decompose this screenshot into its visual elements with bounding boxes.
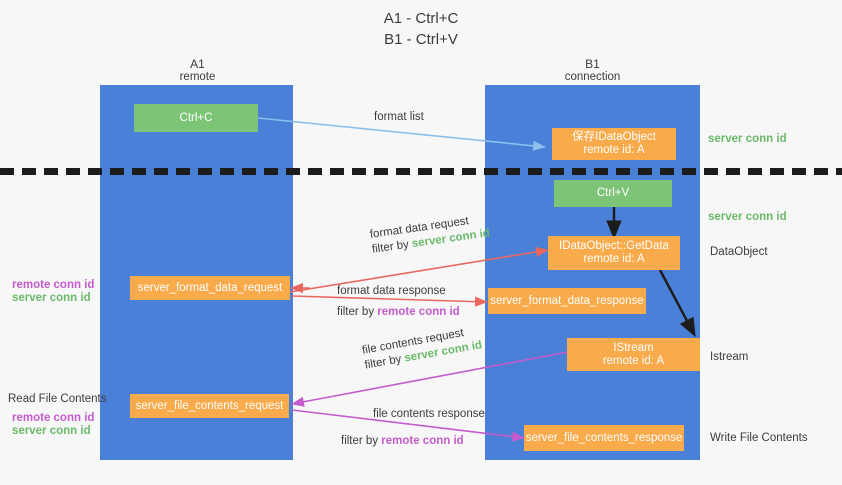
- node-server-file-contents-response-label: server_file_contents_response: [525, 431, 683, 444]
- annotation-remote-conn-id-2: remote conn id: [12, 412, 95, 424]
- edge-label-file-contents-request: file contents request filter by server c…: [361, 323, 483, 373]
- edge-format-data-response-filter-value: remote conn id: [377, 306, 460, 318]
- title-line-1: A1 - Ctrl+C: [383, 10, 459, 27]
- annotation-write-file-contents: Write File Contents: [710, 432, 808, 444]
- column-right-role: connection: [564, 71, 621, 83]
- title-line-2: B1 - Ctrl+V: [384, 31, 458, 48]
- annotation-server-conn-id-top: server conn id: [708, 133, 787, 145]
- node-istream[interactable]: IStream remote id: A: [567, 338, 700, 371]
- node-getdata-line2: remote id: A: [583, 253, 645, 265]
- edge-label-format-list-text: format list: [374, 111, 424, 123]
- annotation-dataobject: DataObject: [710, 246, 768, 258]
- node-save-idataobject-line1: 保存IDataObject: [572, 131, 656, 143]
- node-server-file-contents-response[interactable]: server_file_contents_response: [524, 425, 684, 451]
- node-server-file-contents-request-label: server_file_contents_request: [135, 399, 284, 412]
- edge-format-data-response-filter: filter by remote conn id: [337, 305, 460, 320]
- edge-format-data-response-line1: format data response: [337, 285, 446, 297]
- column-header-left: A1 remote: [120, 58, 275, 84]
- column-header-right: B1 connection: [520, 58, 665, 84]
- node-ctrl-v[interactable]: Ctrl+V: [554, 180, 672, 207]
- node-getdata-line1: IDataObject::GetData: [559, 240, 669, 252]
- edge-file-contents-response-line1: file contents response: [373, 408, 485, 420]
- annotation-remote-conn-id-1: remote conn id: [12, 279, 95, 291]
- page-title: A1 - Ctrl+C B1 - Ctrl+V: [0, 8, 842, 50]
- node-save-idataobject-line2: remote id: A: [583, 144, 645, 156]
- node-server-format-data-response[interactable]: server_format_data_response: [488, 288, 646, 314]
- node-idataobject-getdata[interactable]: IDataObject::GetData remote id: A: [548, 236, 680, 270]
- edge-label-format-data-request: format data request filter by server con…: [369, 211, 491, 257]
- column-right-name: B1: [585, 57, 600, 71]
- edge-label-file-contents-response-filter: filter by remote conn id: [341, 434, 464, 449]
- edge-label-format-data-response: format data response filter by remote co…: [337, 284, 460, 320]
- annotation-server-conn-id-2: server conn id: [12, 425, 91, 437]
- annotation-server-conn-id-mid: server conn id: [708, 211, 787, 223]
- annotation-istream: Istream: [710, 351, 749, 363]
- node-server-format-data-request-label: server_format_data_request: [137, 281, 283, 294]
- column-left-role: remote: [179, 71, 216, 83]
- column-left-name: A1: [190, 57, 205, 71]
- node-ctrl-c-label: Ctrl+C: [179, 111, 213, 124]
- node-server-file-contents-request[interactable]: server_file_contents_request: [130, 394, 289, 418]
- phase-separator: [0, 168, 842, 175]
- node-istream-line1: IStream: [613, 341, 654, 354]
- node-istream-line2: remote id: A: [602, 354, 665, 367]
- edge-file-contents-response-filter-prefix: filter by: [341, 435, 382, 447]
- annotation-server-conn-id-1: server conn id: [12, 292, 91, 304]
- node-server-format-data-response-label: server_format_data_response: [490, 294, 644, 307]
- node-ctrl-c[interactable]: Ctrl+C: [134, 104, 258, 132]
- edge-format-data-response-filter-prefix: filter by: [337, 306, 378, 318]
- node-server-format-data-request[interactable]: server_format_data_request: [130, 276, 290, 300]
- edge-format-data-request-filter-prefix: filter by: [371, 238, 413, 256]
- annotation-read-file-contents: Read File Contents: [8, 393, 107, 405]
- edge-label-file-contents-response: file contents response: [373, 407, 485, 422]
- edge-label-format-list: format list: [374, 110, 424, 125]
- node-save-idataobject[interactable]: 保存IDataObject remote id: A: [552, 128, 676, 160]
- edge-file-contents-response-filter-value: remote conn id: [381, 435, 464, 447]
- node-ctrl-v-label: Ctrl+V: [596, 187, 630, 199]
